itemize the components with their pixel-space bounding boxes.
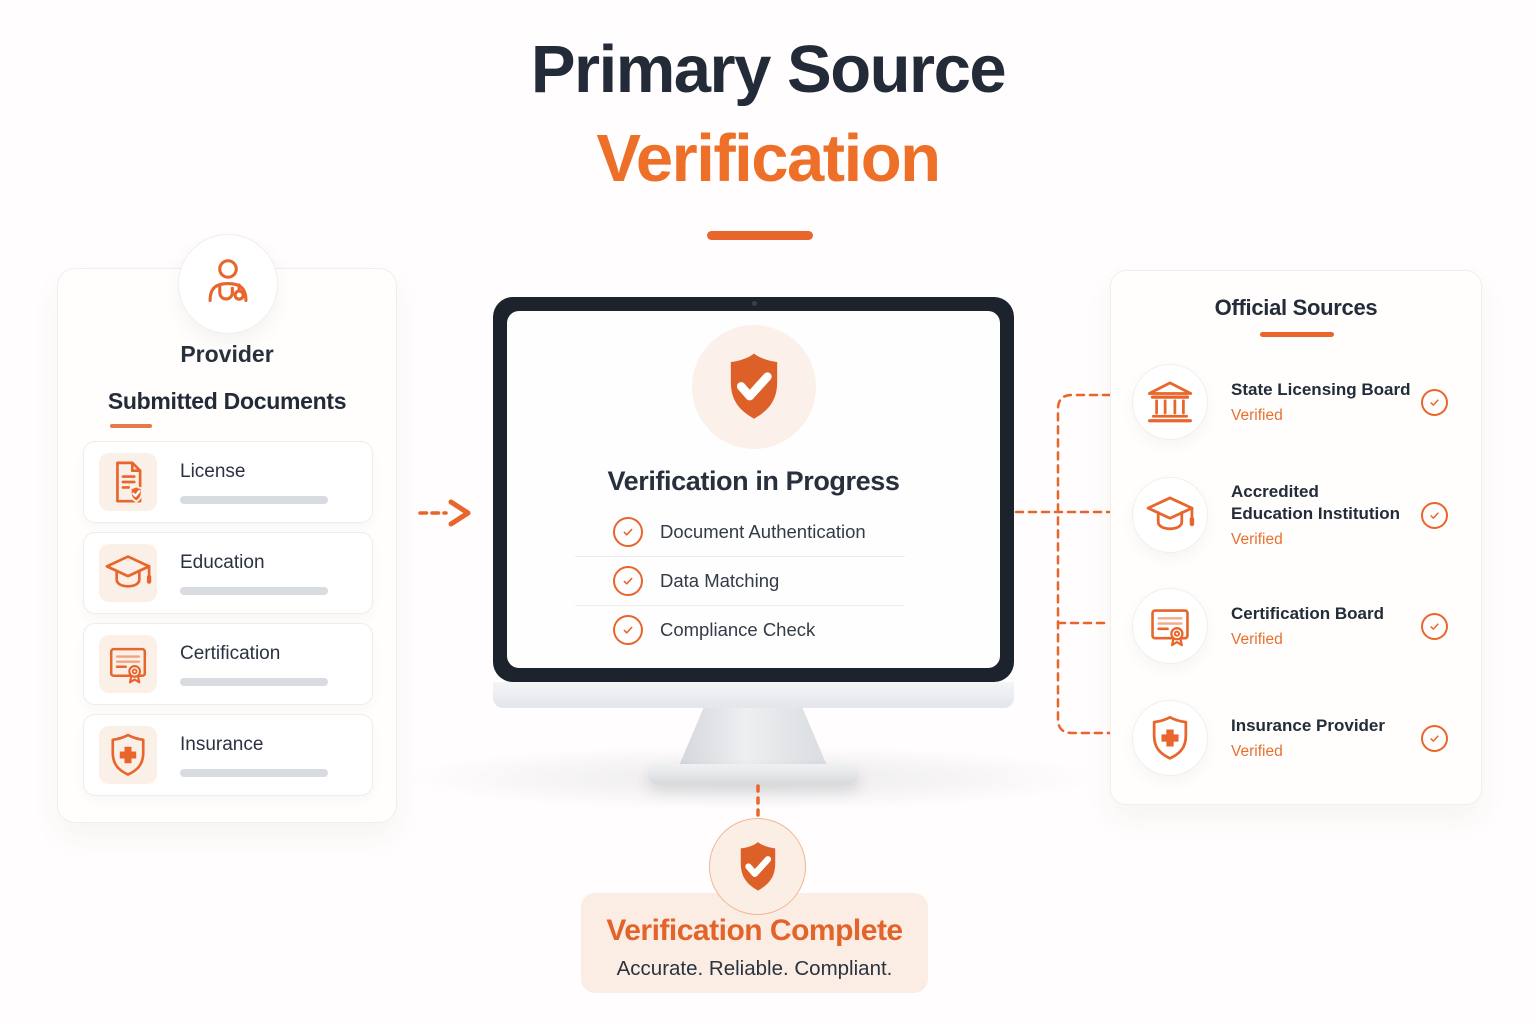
shield-check-icon — [692, 325, 816, 449]
source-status: Verified — [1231, 743, 1283, 761]
monitor: Verification in Progress Document Authen… — [493, 297, 1014, 682]
check-circle-icon — [1421, 612, 1448, 640]
title-underline — [707, 231, 813, 240]
document-card-label: License — [180, 460, 246, 482]
document-card-education: Education — [83, 532, 373, 614]
placeholder-bar — [180, 768, 328, 777]
step-label: Data Matching — [660, 569, 780, 591]
source-label: Accredited Education Institution — [1231, 481, 1401, 523]
check-circle-icon — [1421, 388, 1448, 416]
check-circle-icon — [613, 614, 643, 645]
provider-avatar — [178, 234, 278, 334]
step-data-matching: Data Matching — [507, 556, 1000, 605]
source-label: State Licensing Board — [1231, 379, 1411, 399]
document-check-icon — [99, 453, 157, 511]
bank-icon — [1132, 364, 1208, 440]
provider-label: Provider — [180, 341, 274, 367]
submitted-documents-heading: Submitted Documents — [107, 388, 347, 428]
shield-check-icon — [709, 818, 806, 915]
monitor-screen: Verification in Progress Document Authen… — [507, 311, 1000, 668]
source-label: Insurance Provider — [1231, 715, 1386, 735]
document-card-list: License Education Certification — [83, 441, 373, 796]
document-card-label: Certification — [180, 642, 281, 664]
check-circle-icon — [613, 516, 643, 547]
monitor-base — [648, 764, 859, 785]
divider — [575, 556, 905, 557]
document-card-label: Education — [180, 551, 265, 573]
document-card-insurance: Insurance — [83, 714, 373, 796]
heading-underline — [1260, 332, 1334, 337]
page-title-line2: Verification — [596, 121, 941, 196]
verification-complete-subtitle: Accurate. Reliable. Compliant. — [616, 957, 893, 980]
check-circle-icon — [613, 565, 643, 596]
placeholder-bar — [180, 586, 328, 595]
step-document-authentication: Document Authentication — [507, 507, 1000, 556]
placeholder-bar — [180, 677, 328, 686]
source-status: Verified — [1231, 631, 1283, 649]
check-circle-icon — [1421, 724, 1448, 752]
source-row-education-institution: Accredited Education Institution Verifie… — [1132, 470, 1462, 560]
monitor-chin — [493, 682, 1014, 708]
official-sources-panel: Official Sources State Licensing Board V… — [1110, 270, 1482, 805]
doctor-icon — [197, 253, 259, 315]
certificate-icon — [1132, 588, 1208, 664]
official-sources-heading: Official Sources — [1214, 295, 1378, 320]
page-title: Primary Source Verification — [0, 36, 1536, 192]
graduation-cap-icon — [1132, 477, 1208, 553]
source-status: Verified — [1231, 531, 1283, 549]
verification-step-list: Document Authentication Data Matching Co… — [507, 507, 1000, 654]
document-card-license: License — [83, 441, 373, 523]
step-label: Document Authentication — [660, 520, 866, 542]
step-label: Compliance Check — [660, 618, 816, 640]
placeholder-bar — [180, 495, 328, 504]
step-compliance-check: Compliance Check — [507, 605, 1000, 654]
document-card-label: Insurance — [180, 733, 264, 755]
submitted-documents-panel: Provider Submitted Documents License Edu… — [57, 234, 397, 823]
check-circle-icon — [1421, 501, 1448, 529]
shield-cross-icon — [99, 726, 157, 784]
source-label: Certification Board — [1231, 603, 1385, 623]
source-status: Verified — [1231, 407, 1283, 425]
verification-progress-heading: Verification in Progress — [607, 466, 900, 496]
connector-lines — [1014, 393, 1112, 735]
document-card-certification: Certification — [83, 623, 373, 705]
verification-complete-title: Verification Complete — [606, 914, 903, 947]
source-row-certification-board: Certification Board Verified — [1132, 581, 1462, 671]
source-row-insurance-provider: Insurance Provider Verified — [1132, 693, 1462, 783]
certificate-icon — [99, 635, 157, 693]
graduation-cap-icon — [99, 544, 157, 602]
camera-dot — [751, 301, 757, 306]
connector-dotted-line — [756, 784, 760, 822]
page-title-line1: Primary Source — [530, 32, 1007, 107]
shield-cross-icon — [1132, 700, 1208, 776]
flow-arrow-icon — [418, 499, 471, 527]
monitor-stand — [678, 708, 828, 768]
source-row-state-licensing-board: State Licensing Board Verified — [1132, 357, 1462, 447]
divider — [575, 605, 905, 606]
